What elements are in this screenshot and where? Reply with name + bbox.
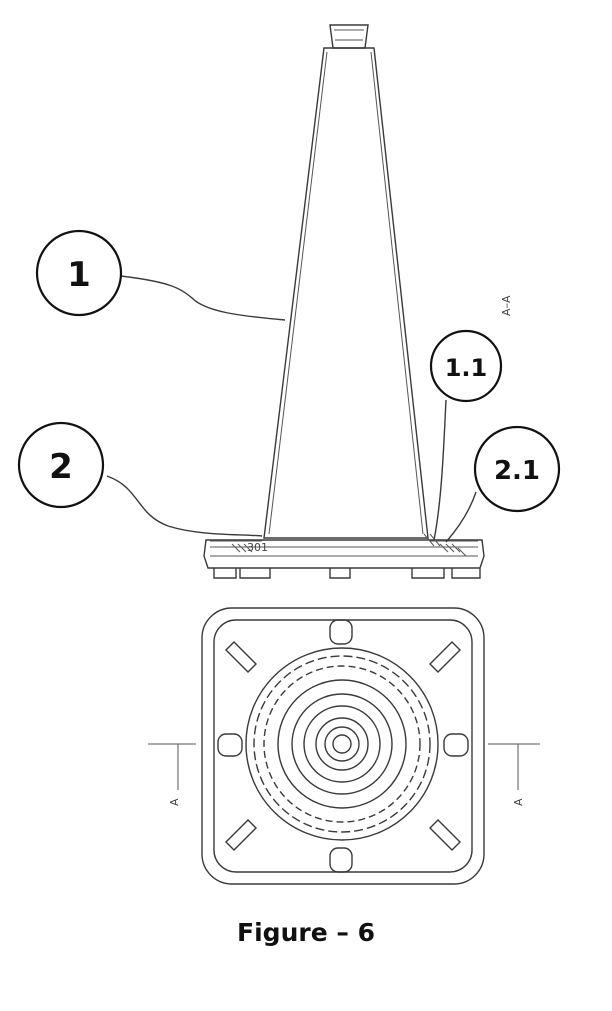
svg-text:301: 301 bbox=[247, 541, 268, 554]
section-label-vertical: A–A bbox=[500, 295, 513, 316]
callout-2-1: 2.1 bbox=[475, 427, 559, 511]
section-label-right: A bbox=[512, 798, 525, 806]
svg-text:2.1: 2.1 bbox=[494, 456, 540, 486]
svg-text:1.1: 1.1 bbox=[445, 354, 488, 382]
svg-text:1: 1 bbox=[67, 255, 91, 295]
section-label-left: A bbox=[168, 798, 181, 806]
cone-side-view: 301 bbox=[204, 25, 484, 578]
svg-text:2: 2 bbox=[49, 447, 73, 487]
callout-1-1: 1.1 bbox=[431, 331, 501, 401]
figure-caption: Figure – 6 bbox=[0, 918, 612, 947]
cone-top-view bbox=[148, 608, 540, 884]
callout-2: 2 bbox=[19, 423, 103, 507]
callout-1: 1 bbox=[37, 231, 121, 315]
